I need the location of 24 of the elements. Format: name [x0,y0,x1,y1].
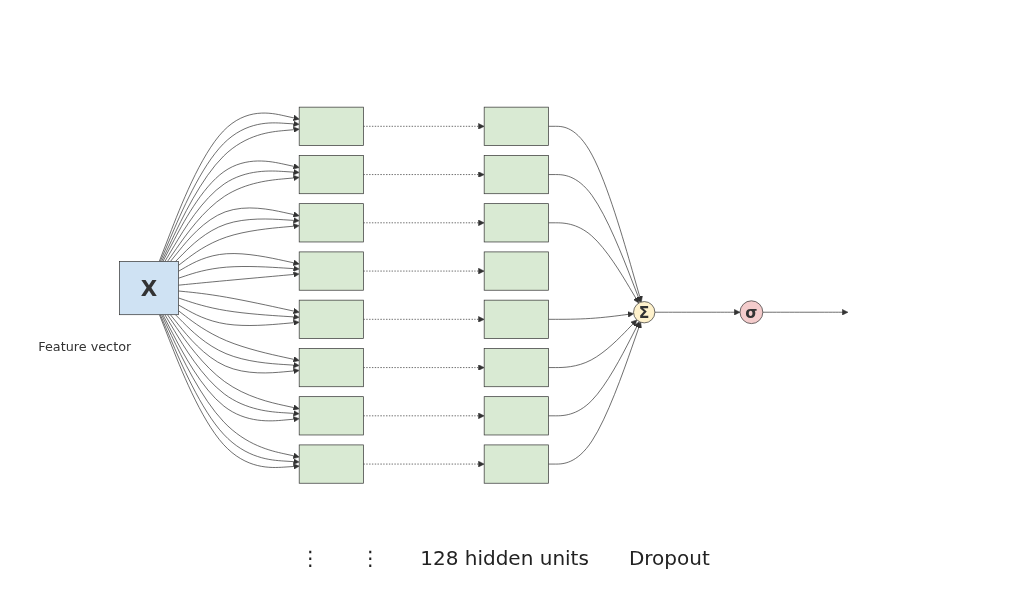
column-label: ⋮ [300,546,321,570]
node-box [298,106,364,146]
node-box [298,299,364,339]
node-box: X [119,261,179,316]
node-box [298,444,364,484]
node-box [483,251,549,291]
node-box [298,396,364,436]
node-box [483,155,549,195]
column-label: ⋮ [360,546,381,570]
node-box [483,299,549,339]
node-box [483,106,549,146]
node-box [483,348,549,388]
node-box [298,203,364,243]
node-box [483,396,549,436]
node-circle: σ [739,300,764,324]
node-box [298,348,364,388]
node-circle: Σ [633,301,656,324]
column-label: 128 hidden units [420,546,589,570]
node-box [483,444,549,484]
node-box [298,155,364,195]
column-label: Dropout [628,546,710,570]
node-box [483,203,549,243]
node-label: Feature vector [38,338,132,354]
node-box [298,251,364,291]
